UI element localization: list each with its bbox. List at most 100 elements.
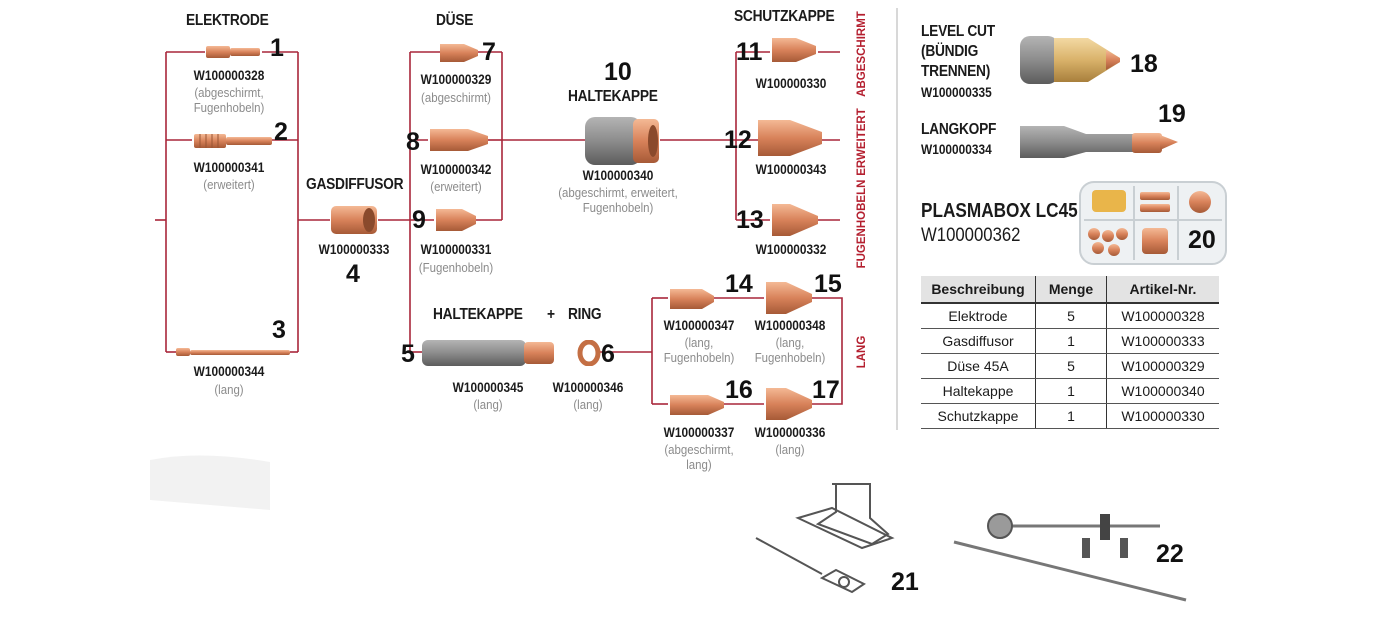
part-code-16: W100000337 — [663, 425, 735, 440]
part-number-9: 9 — [412, 206, 426, 234]
part-number-20: 20 — [1188, 226, 1216, 254]
nozzle-9-image — [436, 209, 476, 231]
part-note-5: (lang) — [473, 397, 503, 412]
retaining-cap-image — [585, 117, 659, 165]
table-cell: Schutzkappe — [921, 403, 1036, 429]
level-cut-code: W100000335 — [921, 85, 992, 100]
table-cell: W100000329 — [1106, 353, 1219, 379]
part-note-16: (abgeschirmt, lang) — [664, 442, 734, 472]
electrode-extended-image — [194, 134, 272, 148]
part-number-4: 4 — [346, 260, 360, 288]
part-code-15: W100000348 — [754, 318, 826, 333]
part-code-13: W100000332 — [755, 242, 827, 257]
nozzle-14-image — [670, 289, 714, 309]
part-code-2: W100000341 — [193, 160, 265, 175]
shield-cap-12-image — [758, 120, 822, 156]
header-ring: RING — [568, 306, 602, 323]
electrode-long-image — [176, 348, 290, 356]
table-cell: W100000333 — [1106, 328, 1219, 354]
header-haltekappe-ring-a: HALTEKAPPE — [433, 306, 523, 323]
part-number-5: 5 — [401, 340, 415, 368]
part-number-7: 7 — [482, 38, 496, 66]
part-note-10: (abgeschirmt, erweitert, Fugenhobeln) — [558, 185, 678, 215]
plasmabox-image — [1079, 181, 1227, 265]
part-number-10: 10 — [604, 58, 632, 86]
nozzle-7-image — [440, 44, 478, 62]
part-code-11: W100000330 — [755, 76, 827, 91]
langkopf-title: LANGKOPF — [921, 121, 997, 138]
table-cell: Elektrode — [921, 303, 1036, 329]
part-code-1: W100000328 — [193, 68, 265, 83]
part-note-3: (lang) — [214, 382, 244, 397]
side-label-lang: LANG — [856, 335, 868, 369]
part-number-19: 19 — [1158, 100, 1186, 128]
part-number-6: 6 — [601, 340, 615, 368]
table-cell: 5 — [1035, 353, 1107, 379]
table-cell: 1 — [1035, 328, 1107, 354]
part-number-18: 18 — [1130, 50, 1158, 78]
plasmabox-code: W100000362 — [921, 225, 1021, 246]
ring-image — [577, 340, 601, 366]
shield-cap-17-image — [766, 388, 812, 420]
table-cell: 5 — [1035, 303, 1107, 329]
circle-guide-image — [755, 483, 895, 594]
header-plus: + — [547, 306, 555, 323]
part-code-14: W100000347 — [663, 318, 735, 333]
plasmabox-contents-table: Beschreibung Menge Artikel-Nr. Elektrode… — [921, 276, 1219, 429]
langkopf-code: W100000334 — [921, 142, 992, 157]
header-duese: DÜSE — [436, 12, 474, 29]
part-code-4: W100000333 — [318, 242, 390, 257]
part-number-12: 12 — [724, 126, 752, 154]
part-code-3: W100000344 — [193, 364, 265, 379]
part-code-10: W100000340 — [582, 168, 654, 183]
part-code-6: W100000346 — [552, 380, 624, 395]
table-header-article: Artikel-Nr. — [1106, 276, 1219, 304]
table-cell: Düse 45A — [921, 353, 1036, 379]
part-note-2: (erweitert) — [203, 177, 255, 192]
plasmabox-title: PLASMABOX LC45 — [921, 200, 1078, 222]
level-cut-title: LEVEL CUT (BÜNDIG TRENNEN) — [921, 23, 995, 80]
part-number-16: 16 — [725, 376, 753, 404]
part-number-2: 2 — [274, 118, 288, 146]
table-header-quantity: Menge — [1035, 276, 1107, 304]
table-cell: 1 — [1035, 403, 1107, 429]
table-cell: 1 — [1035, 378, 1107, 404]
part-code-9: W100000331 — [420, 242, 492, 257]
circle-cutter-image — [953, 513, 1187, 602]
header-schutzkappe: SCHUTZKAPPE — [734, 8, 835, 25]
part-number-21: 21 — [891, 568, 919, 596]
table-cell: Gasdiffusor — [921, 328, 1036, 354]
part-code-17: W100000336 — [754, 425, 826, 440]
table-cell: W100000330 — [1106, 403, 1219, 429]
part-note-1: (abgeschirmt, Fugenhobeln) — [193, 85, 265, 115]
electrode-short-image — [206, 46, 260, 58]
part-note-6: (lang) — [573, 397, 603, 412]
shield-cap-13-image — [772, 204, 818, 236]
part-note-7: (abgeschirmt) — [421, 90, 491, 105]
nozzle-8-image — [430, 129, 488, 151]
part-number-22: 22 — [1156, 540, 1184, 568]
part-code-12: W100000343 — [755, 162, 827, 177]
part-note-9: (Fugenhobeln) — [418, 260, 494, 275]
retaining-cap-long-image — [422, 340, 554, 366]
part-code-5: W100000345 — [452, 380, 524, 395]
part-number-3: 3 — [272, 316, 286, 344]
part-note-8: (erweitert) — [430, 179, 482, 194]
langkopf-image — [1020, 126, 1178, 158]
header-elektrode: ELEKTRODE — [186, 12, 269, 29]
nozzle-16-image — [670, 395, 724, 415]
gas-diffusor-image — [331, 206, 377, 234]
part-number-8: 8 — [406, 128, 420, 156]
table-cell: Haltekappe — [921, 378, 1036, 404]
shield-cap-11-image — [772, 38, 816, 62]
part-number-11: 11 — [736, 38, 763, 66]
table-header-description: Beschreibung — [921, 276, 1036, 304]
part-note-14: (lang, Fugenhobeln) — [663, 335, 735, 365]
part-code-8: W100000342 — [420, 162, 492, 177]
